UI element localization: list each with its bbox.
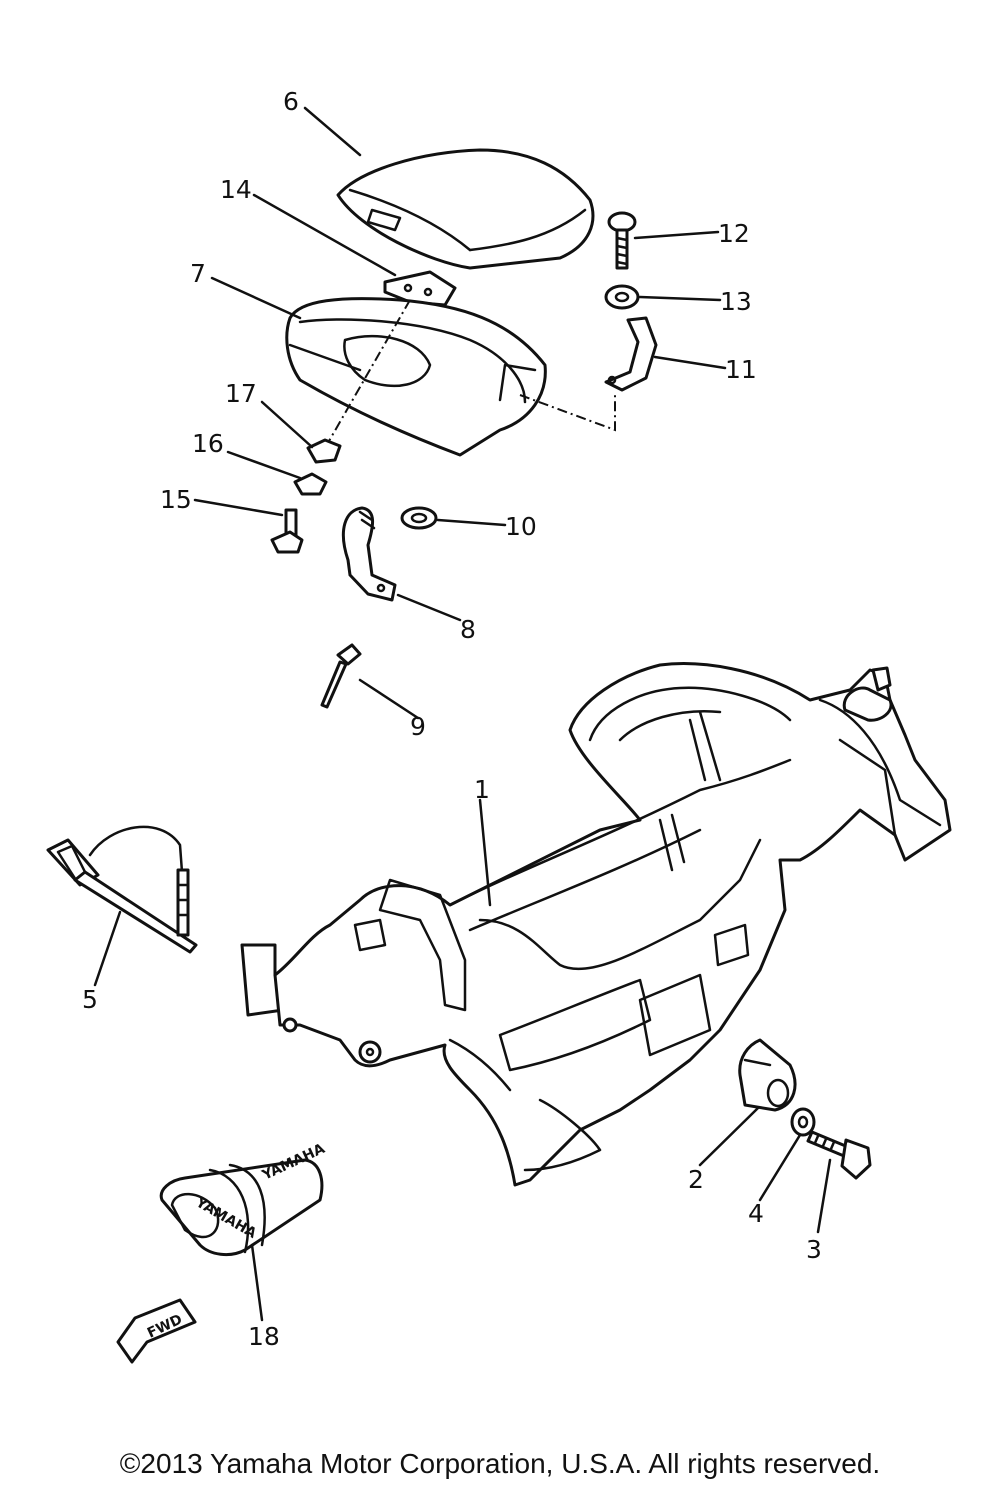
part-16-washer <box>293 472 328 496</box>
callout-8: 8 <box>460 615 476 644</box>
callout-3: 3 <box>806 1235 822 1264</box>
callout-2: 2 <box>688 1165 704 1194</box>
part-11-bracket <box>604 316 658 392</box>
part-9-screw <box>320 643 362 709</box>
callout-11: 11 <box>725 355 757 384</box>
callout-14: 14 <box>220 175 252 204</box>
part-2-damper <box>738 1038 797 1112</box>
callout-5: 5 <box>82 985 98 1014</box>
part-15-bolt <box>270 508 304 554</box>
callout-12: 12 <box>718 219 750 248</box>
leader-lines <box>93 106 832 1322</box>
callout-15: 15 <box>160 485 192 514</box>
part-18-connector-sleeve: YAMAHA YAMAHA <box>159 1141 328 1257</box>
part-17-washer <box>306 438 342 464</box>
callout-17: 17 <box>225 379 257 408</box>
callout-4: 4 <box>748 1199 764 1228</box>
copyright-notice: ©2013 Yamaha Motor Corporation, U.S.A. A… <box>119 1448 881 1479</box>
part-1-frame <box>240 662 952 1187</box>
part-6-top-cover <box>336 148 595 270</box>
callout-numbers: 6 14 7 12 13 11 17 16 15 10 8 9 1 5 2 4 … <box>82 87 822 1351</box>
callout-9: 9 <box>410 712 426 741</box>
callout-18: 18 <box>248 1322 280 1351</box>
callout-7: 7 <box>190 259 206 288</box>
callout-16: 16 <box>192 429 224 458</box>
part-3-bolt <box>806 1130 872 1180</box>
part-10-grommet <box>400 506 438 530</box>
callout-1: 1 <box>474 775 490 804</box>
part-8-clamp <box>341 506 397 602</box>
part-4-washer <box>790 1107 816 1137</box>
part-13-nut <box>604 284 640 310</box>
callout-6: 6 <box>283 87 299 116</box>
part-7-tray <box>285 297 547 457</box>
callout-10: 10 <box>505 512 537 541</box>
callout-13: 13 <box>720 287 752 316</box>
assembly-line-7-11 <box>519 394 616 432</box>
forward-arrow-icon: FWD <box>116 1298 197 1364</box>
part-5-cable <box>46 825 198 954</box>
assembly-line-14-17 <box>324 299 411 449</box>
part-12-screw <box>607 211 637 270</box>
